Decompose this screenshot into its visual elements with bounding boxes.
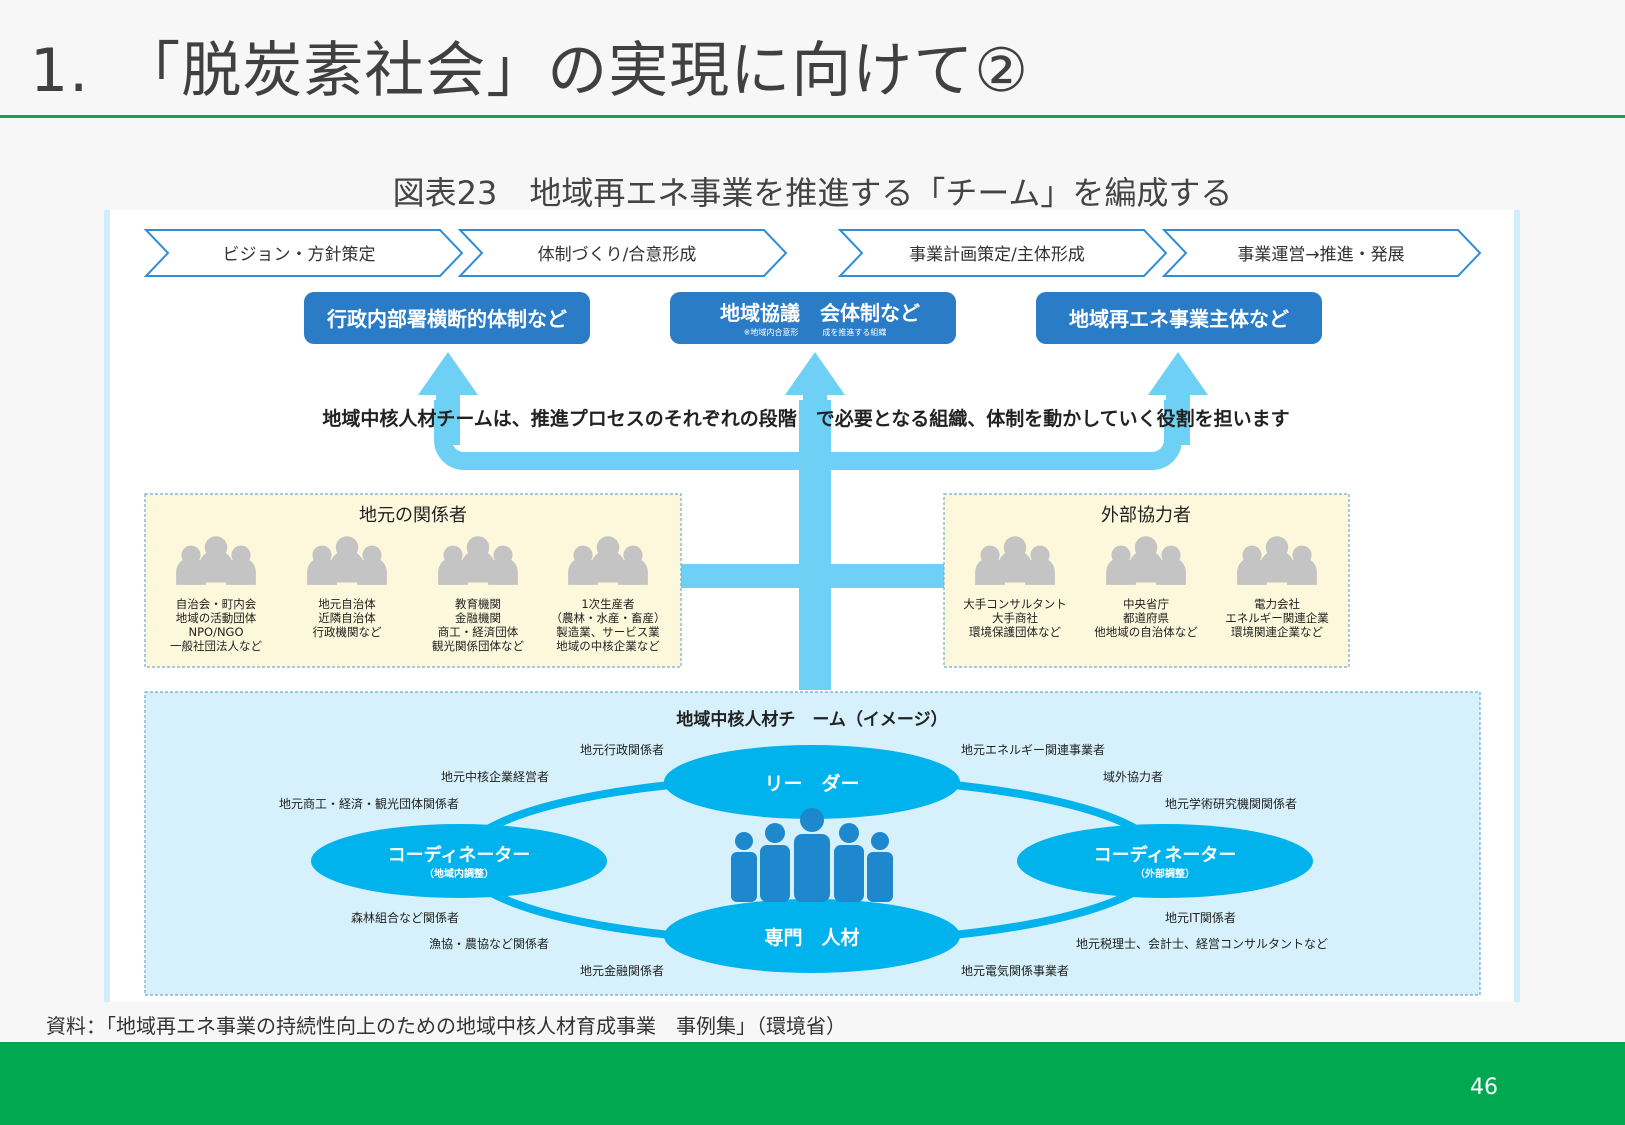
member-left-1: 地元行政関係者 <box>580 743 664 757</box>
member-left-2: 地元中核企業経営者 <box>441 769 549 784</box>
arrow-head-right <box>1148 352 1208 395</box>
structure-label-1: 行政内部署横断的体制など <box>326 307 567 331</box>
local-group-4-line-2: （農林・水産・畜産） <box>551 611 666 625</box>
member-right-6: 地元電気関係事業者 <box>961 963 1069 978</box>
team-people-icon <box>731 808 893 902</box>
local-group-4-line-4: 地域の中核企業など <box>556 639 660 653</box>
structure-box-1 <box>304 292 590 344</box>
leader-label: リー ダー <box>764 772 859 795</box>
leader-ellipse <box>664 745 960 819</box>
arrow-head-center <box>785 352 845 395</box>
structure-label-3: 地域再エネ事業主体など <box>1069 307 1289 331</box>
member-right-2: 域外協力者 <box>1103 769 1163 784</box>
page-number: 46 <box>1470 1075 1498 1100</box>
structure-sublabel-2: ※地域内合意形 成を推進する組織 <box>744 327 887 337</box>
panel-edge-right <box>1514 210 1520 1002</box>
coordinator-external-ellipse <box>1017 824 1313 898</box>
stage-chevron-3 <box>837 229 1168 277</box>
stage-bar: ビジョン・方針策定 体制づくり/合意形成 事業計画策定/主体形成 事業運営→推進… <box>143 229 1482 277</box>
external-group-1-line-1: 大手コンサルタント <box>963 597 1067 611</box>
member-left-5: 漁協・農協など関係者 <box>429 936 549 951</box>
coordinator-internal-sublabel: （地域内調整） <box>424 867 494 880</box>
local-group-1-line-2: 地域の活動団体 <box>176 611 257 625</box>
local-group-1-line-3: NPO/NGO <box>188 625 243 639</box>
panel-edge-left <box>104 210 110 1002</box>
external-group-3-line-3: 環境関連企業など <box>1231 625 1323 639</box>
member-left-6: 地元金融関係者 <box>580 963 664 978</box>
specialist-ellipse <box>664 899 960 973</box>
stage-chevron-1 <box>143 229 464 277</box>
mission-text: 地域中核人材チームは、推進プロセスのそれぞれの段階 で必要となる組織、体制を動か… <box>322 407 1289 430</box>
stage-label-1: ビジョン・方針策定 <box>223 245 376 265</box>
local-group-2-line-3: 行政機関など <box>313 625 382 639</box>
member-right-3: 地元学術研究機関関係者 <box>1165 796 1297 811</box>
member-right-5: 地元税理士、会計士、経営コンサルタントなど <box>1076 936 1328 951</box>
external-group-2-line-3: 他地域の自治体など <box>1094 625 1198 639</box>
stage-chevron-2 <box>457 229 788 277</box>
page-title: 1. 「脱炭素社会」の実現に向けて② <box>30 36 1030 106</box>
local-group-2-line-2: 近隣自治体 <box>318 611 376 625</box>
local-group-1-line-4: 一般社団法人など <box>170 639 262 653</box>
stage-chevron-4 <box>1161 229 1482 277</box>
member-left-3: 地元商工・経済・観光団体関係者 <box>279 796 459 811</box>
team-area: 地域中核人材チ ーム（イメージ） リー ダー 専門 人材 コーディネーター （地… <box>144 691 1481 996</box>
external-partners-title: 外部協力者 <box>1101 505 1191 526</box>
stage-label-4: 事業運営→推進・発展 <box>1237 245 1404 265</box>
process-arrows <box>418 352 1208 690</box>
coordinator-internal-ellipse <box>311 824 607 898</box>
local-group-3-line-1: 教育機関 <box>455 597 501 611</box>
structure-box-2 <box>670 292 956 344</box>
coordinator-external-sublabel: （外部調整） <box>1135 867 1195 880</box>
structure-box-3 <box>1036 292 1322 344</box>
structure-boxes: 行政内部署横断的体制など 地域協議 会体制など ※地域内合意形 成を推進する組織… <box>304 292 1322 344</box>
external-group-1-line-3: 環境保護団体など <box>969 625 1061 639</box>
footer-bar <box>0 1042 1625 1125</box>
arrow-stem-center <box>803 393 827 413</box>
structure-label-2: 地域協議 会体制など <box>720 301 920 325</box>
local-stakeholders-title: 地元の関係者 <box>359 505 467 526</box>
coordinator-external-label: コーディネーター <box>1094 844 1237 866</box>
title-divider <box>0 115 1625 118</box>
external-group-3-line-1: 電力会社 <box>1254 597 1300 611</box>
member-right-4: 地元IT関係者 <box>1165 911 1236 925</box>
local-group-4-line-1: 1次生産者 <box>581 597 634 611</box>
local-group-3-line-3: 商工・経済団体 <box>438 625 519 639</box>
external-partners: 外部協力者 大手コンサルタント 大手商社 環境保護団体など 中央省庁 都道府県 … <box>943 493 1350 668</box>
specialist-label: 専門 人材 <box>764 926 859 949</box>
external-group-3-line-2: エネルギー関連企業 <box>1225 611 1329 625</box>
team-title: 地域中核人材チ ーム（イメージ） <box>676 709 947 730</box>
local-stakeholders: 地元の関係者 自治会・町内会 地域の活動団体 NPO/NGO 一般社団法人など … <box>144 493 682 668</box>
connector-left <box>680 564 800 588</box>
connector-right <box>830 564 945 588</box>
source-note: 資料：「地域再エネ事業の持続性向上のための地域中核人材育成事業 事例集」（環境省… <box>46 1014 846 1038</box>
local-group-3-line-2: 金融機関 <box>455 611 501 625</box>
stage-label-2: 体制づくり/合意形成 <box>538 245 697 265</box>
local-group-2-line-1: 地元自治体 <box>318 597 376 611</box>
arrow-trunk <box>799 400 831 690</box>
local-group-4-line-3: 製造業、サービス業 <box>556 625 660 639</box>
member-right-1: 地元エネルギー関連事業者 <box>961 743 1105 757</box>
arrow-stem-right <box>1166 393 1190 445</box>
external-group-2-line-2: 都道府県 <box>1123 611 1169 625</box>
arrow-head-left <box>418 352 478 395</box>
local-group-3-line-4: 観光関係団体など <box>432 639 524 653</box>
stage-label-3: 事業計画策定/主体形成 <box>909 245 1085 265</box>
coordinator-internal-label: コーディネーター <box>388 844 531 866</box>
local-group-1-line-1: 自治会・町内会 <box>176 597 257 611</box>
arrow-stem-left <box>436 393 460 445</box>
figure-title: 図表23 地域再エネ事業を推進する「チーム」を編成する <box>392 174 1233 212</box>
member-left-4: 森林組合など関係者 <box>351 910 459 925</box>
arrow-crossbar <box>434 400 1182 470</box>
external-group-2-line-1: 中央省庁 <box>1123 597 1169 611</box>
external-group-1-line-2: 大手商社 <box>992 611 1038 625</box>
